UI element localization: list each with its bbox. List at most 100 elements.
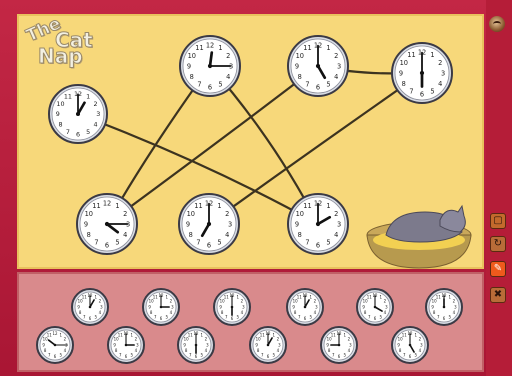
clock-numeral: 3 (96, 110, 100, 118)
clock-numeral: 7 (368, 314, 371, 319)
clock-numeral: 6 (160, 316, 163, 321)
hour-hand (105, 222, 120, 234)
clock-numeral: 6 (208, 83, 212, 91)
clock-numeral: 1 (94, 294, 97, 299)
clock-numeral: 1 (326, 202, 330, 210)
clock-numeral: 6 (420, 90, 424, 98)
clock-numeral: 10 (78, 299, 84, 304)
clock-numeral: 1 (272, 332, 275, 337)
clock-numeral: 7 (225, 314, 228, 319)
clock-numeral: 4 (453, 310, 456, 315)
clock-numeral: 1 (200, 332, 203, 337)
clock-numeral: 11 (297, 294, 303, 299)
clock-numeral: 9 (148, 304, 151, 309)
hour-hand (76, 101, 86, 116)
refresh-icon[interactable]: ↻ (490, 236, 506, 252)
clock-numeral: 5 (326, 81, 330, 89)
clock-numeral: 6 (76, 130, 80, 138)
clock-numeral: 10 (220, 299, 226, 304)
clock-numeral: 10 (432, 299, 438, 304)
clock-numeral: 9 (219, 304, 222, 309)
clock-numeral: 2 (64, 337, 67, 342)
pencil-icon[interactable]: ✎ (490, 261, 506, 277)
clock-numeral: 7 (332, 352, 335, 357)
hour-hand (304, 299, 310, 308)
clock-numeral: 9 (399, 69, 403, 77)
clock-numeral: 6 (125, 354, 128, 359)
clock-numeral: 6 (374, 316, 377, 321)
clock-numeral: 10 (398, 337, 404, 342)
clock-numeral: 1 (379, 294, 382, 299)
clock-numeral: 3 (337, 62, 341, 70)
clock-numeral: 9 (397, 342, 400, 347)
page-icon[interactable]: ▢ (490, 213, 506, 229)
clock-numeral: 2 (170, 299, 173, 304)
clock-numeral: 8 (294, 310, 297, 315)
clock-pivot (206, 221, 212, 227)
clock-numeral: 9 (113, 342, 116, 347)
clock-numeral: 1 (309, 294, 312, 299)
clock-numeral: 3 (206, 342, 209, 347)
clock-numeral: 3 (171, 304, 174, 309)
clock-numeral: 6 (316, 241, 320, 249)
clock-numeral: 5 (115, 239, 119, 247)
clock-pivot (315, 63, 321, 69)
clock-numeral: 2 (384, 299, 387, 304)
clock-numeral: 1 (343, 332, 346, 337)
clock-numeral: 1 (217, 202, 221, 210)
hour-hand (267, 337, 273, 346)
hour-hand (316, 215, 332, 226)
clock-numeral: 9 (84, 220, 88, 228)
clock-numeral: 6 (207, 241, 211, 249)
hour-hand (316, 64, 327, 80)
clock-numeral: 11 (92, 202, 100, 210)
clock-numeral: 11 (303, 44, 311, 52)
clock-pivot (194, 343, 198, 347)
clock-numeral: 8 (402, 80, 406, 88)
clock-numeral: 11 (64, 93, 72, 101)
clock-numeral: 7 (66, 128, 70, 136)
clock-numeral: 5 (130, 352, 133, 357)
clock-numeral: 2 (419, 337, 422, 342)
clock-numeral: 4 (170, 310, 173, 315)
clock-numeral: 11 (402, 332, 408, 337)
clock-numeral: 2 (334, 52, 338, 60)
clock-numeral: 6 (231, 316, 234, 321)
clock-numeral: 10 (114, 337, 120, 342)
clock-pivot (88, 305, 92, 309)
clock-numeral: 4 (64, 348, 67, 353)
clock-numeral: 6 (409, 354, 412, 359)
clock-numeral: 11 (436, 294, 442, 299)
clock-layer: 1234567891011121234567891011121234567891… (36, 35, 463, 364)
clock-numeral: 7 (189, 352, 192, 357)
eraser-icon[interactable]: ✖ (490, 287, 506, 303)
knob-icon[interactable] (489, 16, 505, 32)
clock-numeral: 9 (186, 220, 190, 228)
clock-numeral: 7 (305, 239, 309, 247)
clock-numeral: 11 (224, 294, 230, 299)
clock-numeral: 9 (255, 342, 258, 347)
clock-numeral: 5 (218, 81, 222, 89)
clock-numeral: 4 (348, 348, 351, 353)
clock-numeral: 3 (100, 304, 103, 309)
clock-numeral: 5 (200, 352, 203, 357)
